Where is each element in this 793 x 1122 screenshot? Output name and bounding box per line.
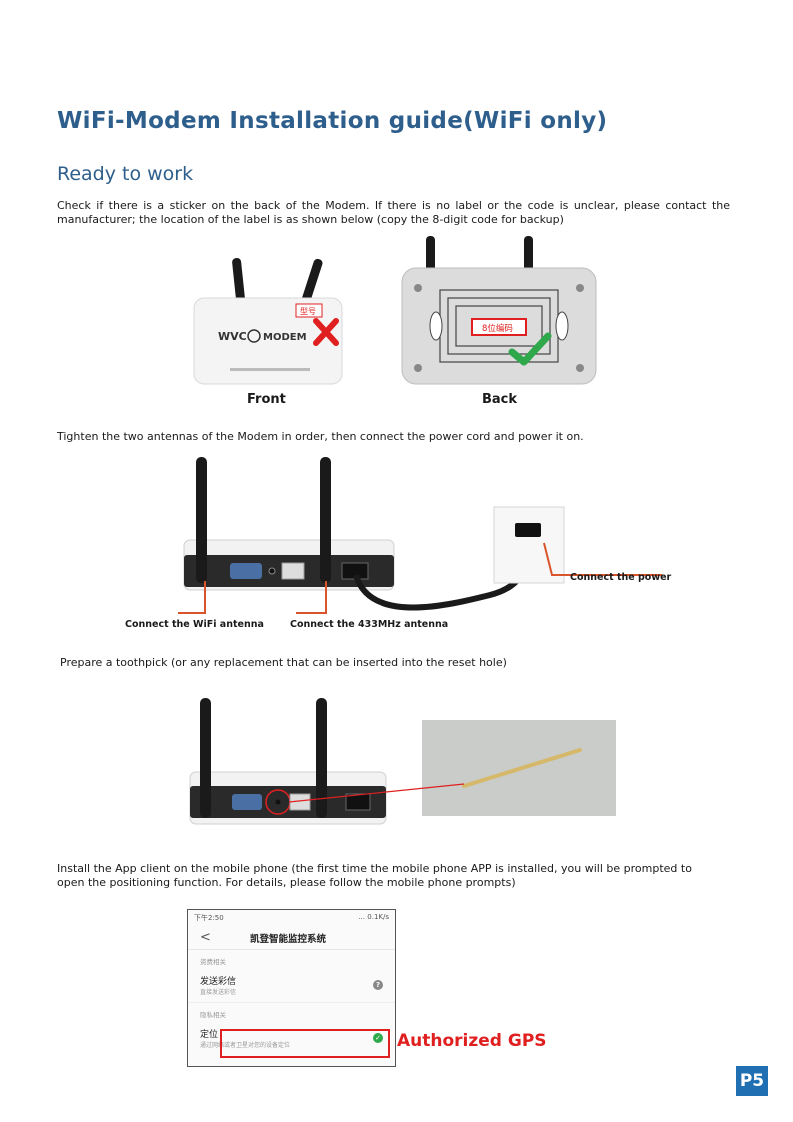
ethernet-port [281,562,305,580]
phone-setting-row[interactable]: 发送彩信 直接发送彩信 ? [188,968,395,1003]
antenna-right [302,258,323,303]
location-highlight-box [220,1029,390,1058]
modem-front-back-figure: WVC MODEM 型号 Front 8位编码 Back [193,236,597,407]
app-paragraph: Install the App client on the mobile pho… [57,862,692,889]
phone-section-label: 隐私相关 [200,1011,226,1019]
power-plug [515,523,541,537]
wifi-antenna [196,457,207,583]
back-label-text: 8位编码 [482,323,513,334]
toothpick-paragraph: Prepare a toothpick (or any replacement … [60,656,507,669]
connection-figure: Connect the power Connect the WiFi anten… [125,457,672,630]
reset-pointer-line [288,783,465,803]
toothpick [462,748,582,788]
phone-location-row[interactable]: 定位 通过网络或者卫星对您的设备定位 ✓ [188,1021,395,1055]
help-icon: ? [373,980,383,990]
reset-antenna-left [200,698,211,818]
setting-title: 发送彩信 [200,977,237,987]
enabled-check-icon[interactable]: ✓ [373,1033,383,1043]
back-chevron-icon[interactable]: < [200,930,211,945]
reset-figure [189,698,616,825]
location-title: 定位 [200,1030,219,1040]
phone-section-label: 资费相关 [200,958,226,966]
setting-subtitle: 直接发送彩信 [200,989,237,996]
location-subtitle: 通过网络或者卫星对您的设备定位 [200,1042,291,1049]
back-label-box [471,318,527,336]
brand-suffix-text: MODEM [263,332,307,343]
wall-socket [493,506,565,584]
wifi-callout-line [178,581,206,614]
wifi-label: Connect the WiFi antenna [125,619,264,630]
page-title: WiFi-Modem Installation guide(WiFi only) [57,108,608,134]
brand-text: WVC [218,330,247,343]
phone-header-title: 凯登智能监控系统 [250,933,327,945]
reset-antenna-right [316,698,327,818]
authorized-gps-label: Authorized GPS [397,1031,547,1051]
green-check-icon [508,332,552,366]
power-callout-line [543,542,662,576]
back-antenna-left [426,236,435,272]
433-callout-line [296,581,327,614]
antenna-paragraph: Tighten the two antennas of the Modem in… [57,430,584,443]
front-label-text: 型号 [300,307,316,316]
modem-front-body [193,297,343,385]
red-cross-icon [313,318,339,346]
back-caption: Back [482,392,517,407]
power-label: Connect the power [570,572,672,583]
page-number-badge: P5 [736,1066,768,1096]
brand-logo-icon [247,329,261,343]
front-label-box [295,303,323,318]
section-heading: Ready to work [57,163,194,185]
phone-status: ... 0.1K/s [358,913,389,921]
antenna-left [232,257,245,303]
phone-header: < 凯登智能监控系统 [188,926,395,950]
phone-time: 下午2:50 [194,914,224,922]
vga-port [230,563,262,579]
back-antenna-right [524,236,533,272]
intro-paragraph: Check if there is a sticker on the back … [57,199,730,226]
phone-status-bar: 下午2:50 ... 0.1K/s [188,910,395,926]
433mhz-antenna [320,457,331,583]
front-caption: Front [247,392,286,407]
433-label: Connect the 433MHz antenna [290,619,448,630]
